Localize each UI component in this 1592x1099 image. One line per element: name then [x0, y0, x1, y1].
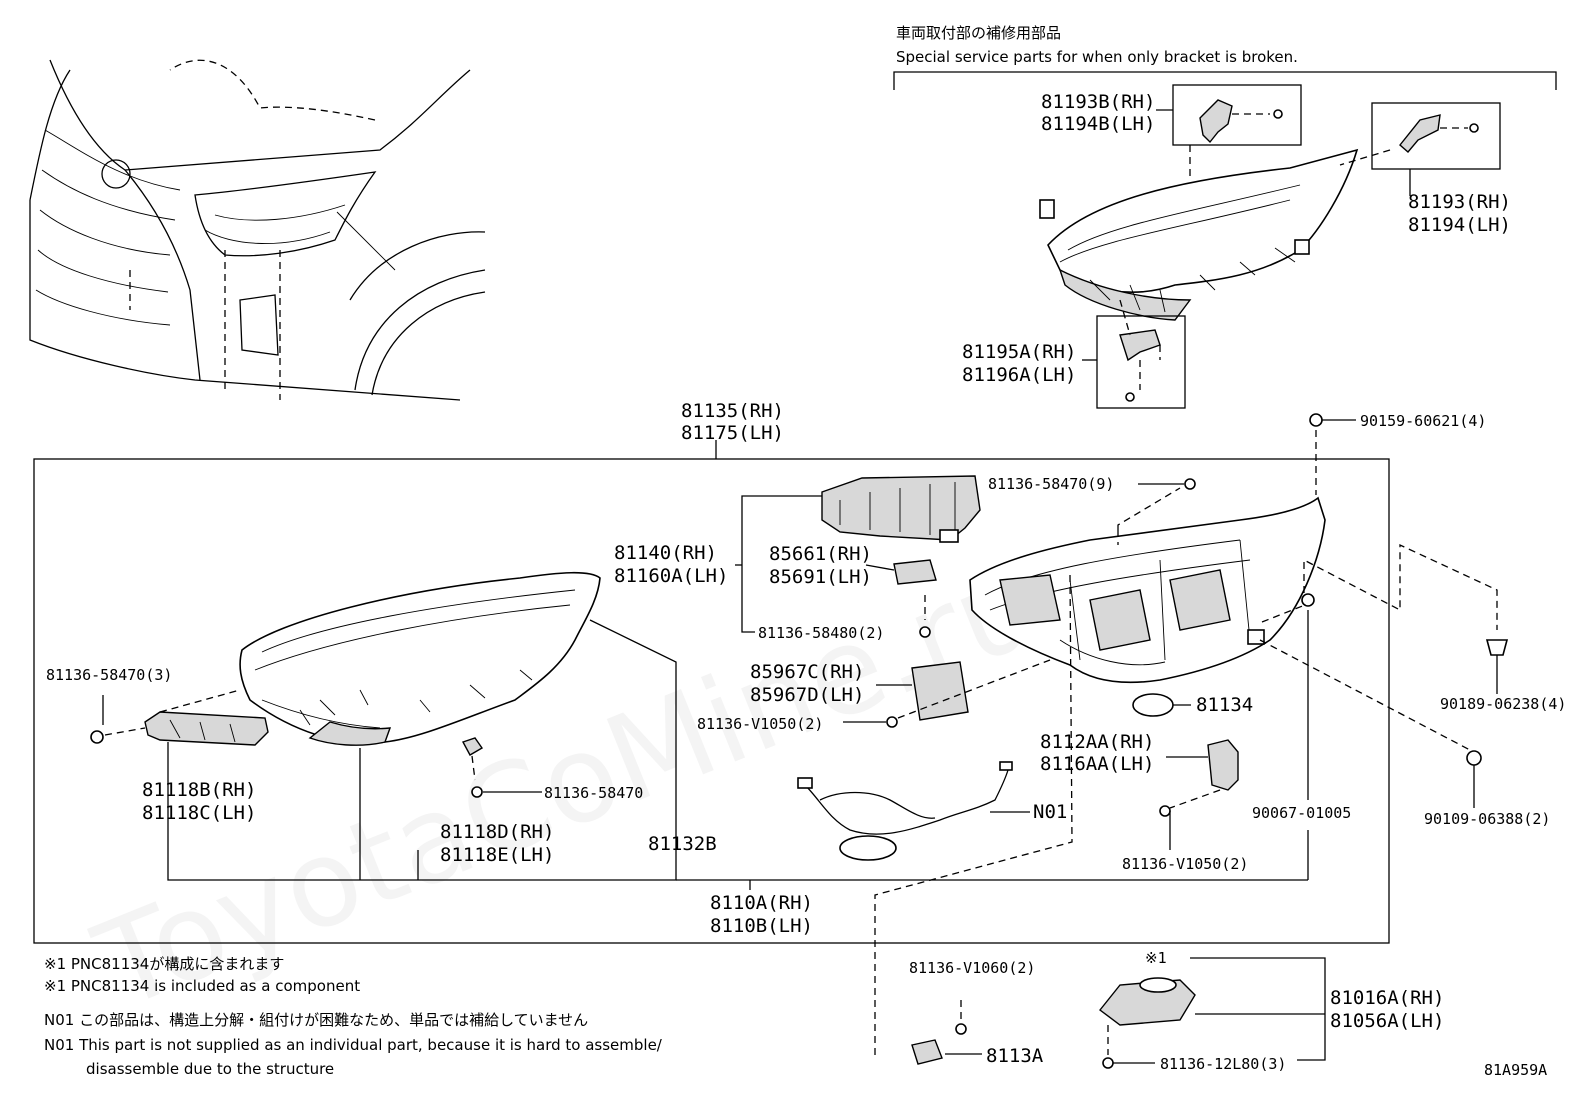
bracket-box-81193B: [1172, 84, 1302, 146]
label-81118E: 81118E(LH): [440, 844, 554, 866]
label-90189-06238: 90189-06238(4): [1440, 695, 1566, 713]
label-81118B: 81118B(RH): [142, 779, 256, 801]
label-8112AA: 8112AA(RH): [1040, 731, 1154, 753]
label-81140: 81140(RH): [614, 542, 717, 564]
bracket-box-81195A: [1096, 315, 1186, 409]
bracket-81193: [1399, 114, 1441, 153]
label-90159-60621: 90159-60621(4): [1360, 412, 1486, 430]
bracket-8112AA: [1207, 739, 1239, 791]
header-title-en: Special service parts for when only brac…: [896, 48, 1298, 66]
label-85691: 85691(LH): [769, 566, 872, 588]
note-2-en-2: disassemble due to the structure: [86, 1060, 334, 1078]
label-81136-V1060: 81136-V1060(2): [909, 959, 1035, 977]
bracket-81118B: [144, 711, 269, 746]
connector-85661: [893, 559, 937, 585]
label-mark-1: ※1: [1145, 949, 1167, 967]
clip-81118D: [461, 737, 484, 756]
label-8110B: 8110B(LH): [710, 915, 813, 937]
note-2-en-1: N01 This part is not supplied as an indi…: [44, 1036, 663, 1054]
label-81016A: 81016A(RH): [1330, 987, 1444, 1009]
headlamp-housing: [969, 496, 1326, 684]
label-81136-58470-3: 81136-58470(3): [46, 666, 172, 684]
label-90109-06388: 90109-06388(2): [1424, 810, 1550, 828]
bracket-8113A: [911, 1039, 943, 1065]
label-81193B: 81193B(RH): [1041, 91, 1155, 113]
note-1-en: ※1 PNC81134 is included as a component: [44, 977, 360, 995]
label-81136-58470: 81136-58470: [544, 784, 643, 802]
label-81175: 81175(LH): [681, 422, 784, 444]
ecu-module-81140: [821, 475, 981, 543]
module-85967: [911, 661, 969, 721]
bracket-box-81193: [1371, 102, 1501, 170]
note-1-ja: ※1 PNC81134が構成に含まれます: [44, 955, 284, 973]
label-85967C: 85967C(RH): [750, 661, 864, 683]
figure-code: 81A959A: [1484, 1061, 1547, 1079]
headlamp-upper: [1039, 148, 1359, 321]
label-81118C: 81118C(LH): [142, 802, 256, 824]
label-8116AA: 8116AA(LH): [1040, 753, 1154, 775]
label-90067-01005: 90067-01005: [1252, 804, 1351, 822]
label-81135: 81135(RH): [681, 400, 784, 422]
header-bracket: [893, 71, 1557, 90]
label-81195A: 81195A(RH): [962, 341, 1076, 363]
label-81136-V1050-a: 81136-V1050(2): [697, 715, 823, 733]
label-81193: 81193(RH): [1408, 191, 1511, 213]
clip-90189: [1485, 639, 1509, 656]
bracket-81193B: [1199, 99, 1233, 144]
label-81134: 81134: [1196, 694, 1253, 716]
assembly-box: [33, 458, 1390, 944]
label-81194B: 81194B(LH): [1041, 113, 1155, 135]
label-81136-V1050-b: 81136-V1050(2): [1122, 855, 1248, 873]
label-81136-12L80: 81136-12L80(3): [1160, 1055, 1286, 1073]
label-8113A: 8113A: [986, 1045, 1044, 1067]
label-85967D: 85967D(LH): [750, 684, 864, 706]
label-8110A: 8110A(RH): [710, 892, 813, 914]
headlamp-lens: [239, 571, 601, 746]
header-title-ja: 車両取付部の補修用部品: [896, 24, 1061, 42]
note-2-ja: N01 この部品は、構造上分解・組付けが困難なため、単品では補給していません: [44, 1011, 588, 1029]
label-85661: 85661(RH): [769, 543, 872, 565]
label-81136-58480: 81136-58480(2): [758, 624, 884, 642]
wire-harness-N01: [797, 761, 1013, 861]
nut-90109: [1466, 750, 1482, 766]
vehicle-front-sketch: [29, 59, 486, 401]
label-81194: 81194(LH): [1408, 214, 1511, 236]
label-81196A: 81196A(LH): [962, 364, 1076, 386]
screw-81136-V1060: [955, 1023, 967, 1035]
label-81118D: 81118D(RH): [440, 821, 554, 843]
label-81136-58470-9: 81136-58470(9): [988, 475, 1114, 493]
bracket-81195A: [1119, 329, 1161, 362]
label-81160A: 81160A(LH): [614, 565, 728, 587]
label-81132B: 81132B: [648, 833, 717, 855]
ballast-81016A: [1099, 979, 1196, 1026]
label-81056A: 81056A(LH): [1330, 1010, 1444, 1032]
label-N01: N01: [1033, 801, 1067, 823]
gasket-81134: [1132, 693, 1174, 717]
